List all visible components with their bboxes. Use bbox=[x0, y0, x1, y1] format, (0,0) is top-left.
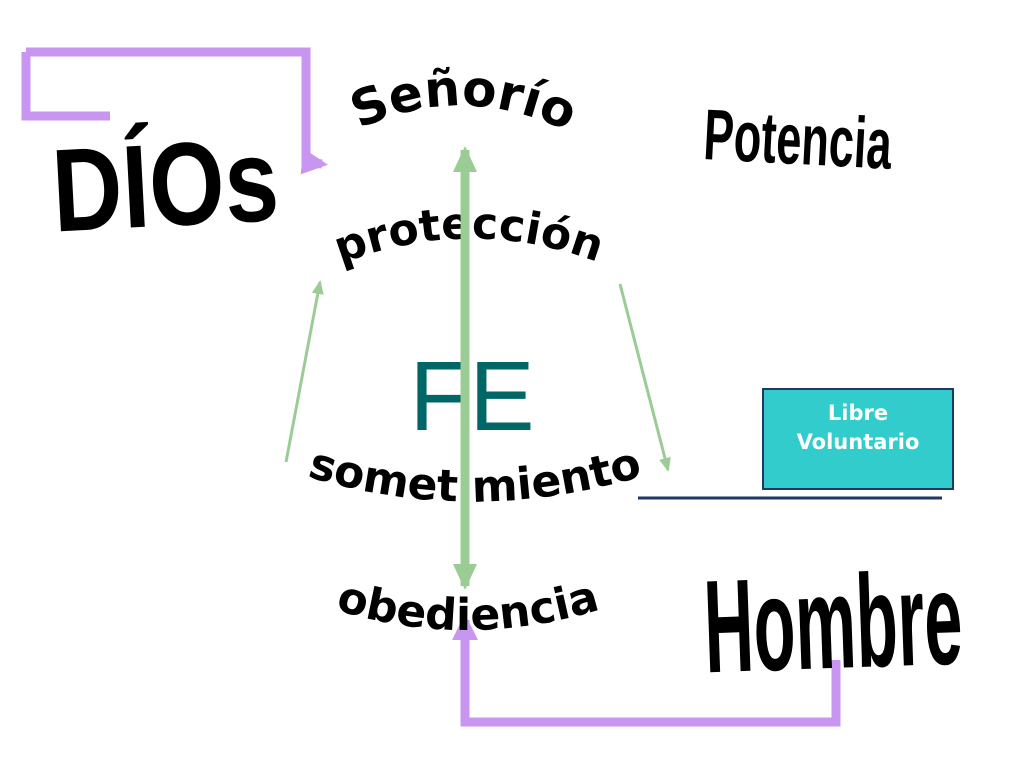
word-senorio-path: Señorío bbox=[342, 59, 585, 142]
word-senorio: Señorío bbox=[342, 59, 585, 142]
libre-voluntario-box: Libre Voluntario bbox=[762, 388, 954, 490]
word-hombre: Hombre bbox=[702, 544, 965, 700]
arrow-left-up bbox=[284, 280, 324, 463]
word-fe: FE bbox=[409, 341, 534, 451]
connector-dios-senorio-top bbox=[26, 47, 328, 175]
libre-label: Libre bbox=[827, 401, 889, 425]
voluntario-label: Voluntario bbox=[796, 430, 920, 454]
connector-dios-senorio bbox=[21, 52, 110, 121]
connector-hombre-obediencia bbox=[452, 614, 841, 727]
arrow-right-down bbox=[618, 283, 671, 472]
word-dios: DÍOs bbox=[49, 114, 282, 258]
word-potencia: Potencia bbox=[702, 95, 895, 185]
